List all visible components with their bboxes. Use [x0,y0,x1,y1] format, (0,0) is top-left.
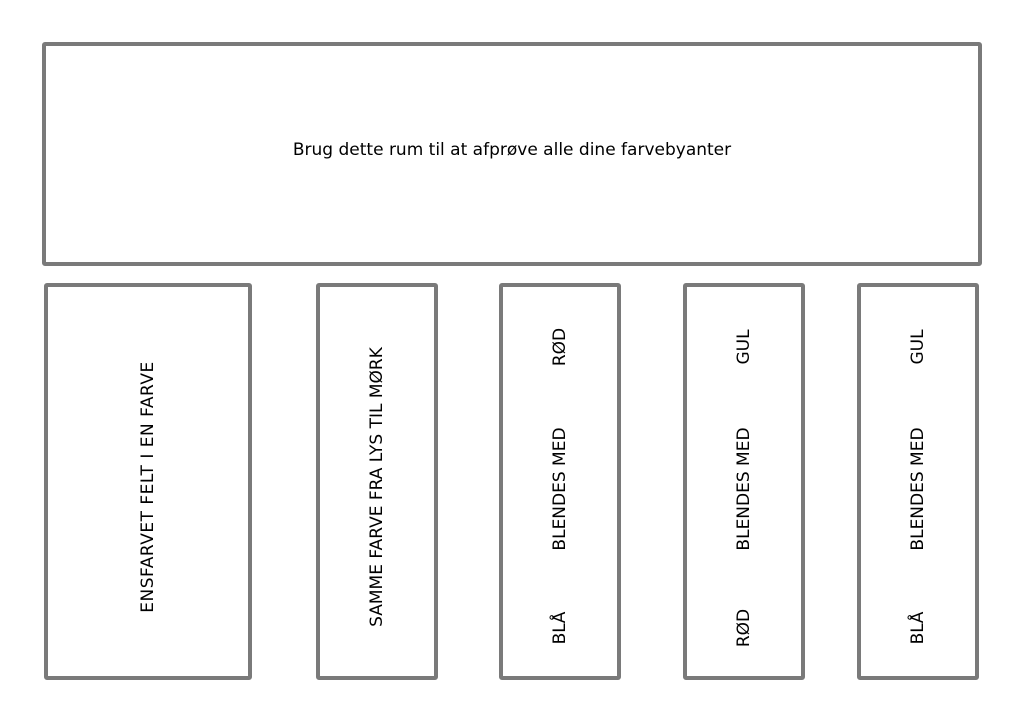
blend-bottom-color-label: BLÅ [550,611,570,645]
column-light-to-dark: SAMME FARVE FRA LYS TIL MØRK [316,283,438,680]
blend-middle-label: BLENDES MED [908,427,928,551]
blend-middle-label: BLENDES MED [734,427,754,551]
column-light-to-dark-label: SAMME FARVE FRA LYS TIL MØRK [367,347,387,627]
test-area-caption: Brug dette rum til at afprøve alle dine … [292,140,732,160]
column-solid-color: ENSFARVET FELT I EN FARVE [44,283,252,680]
blend-top-color-label: GUL [908,329,928,365]
column-yellow-red-blend: GUL BLENDES MED RØD [683,283,805,680]
column-solid-color-label: ENSFARVET FELT I EN FARVE [138,361,158,613]
blend-bottom-color-label: BLÅ [908,611,928,645]
column-yellow-blue-blend: GUL BLENDES MED BLÅ [857,283,979,680]
blend-top-color-label: RØD [550,327,570,367]
blend-top-color-label: GUL [734,329,754,365]
blend-middle-label: BLENDES MED [550,427,570,551]
test-area-box: Brug dette rum til at afprøve alle dine … [42,42,982,266]
blend-bottom-color-label: RØD [734,608,754,648]
column-red-blue-blend: RØD BLENDES MED BLÅ [499,283,621,680]
